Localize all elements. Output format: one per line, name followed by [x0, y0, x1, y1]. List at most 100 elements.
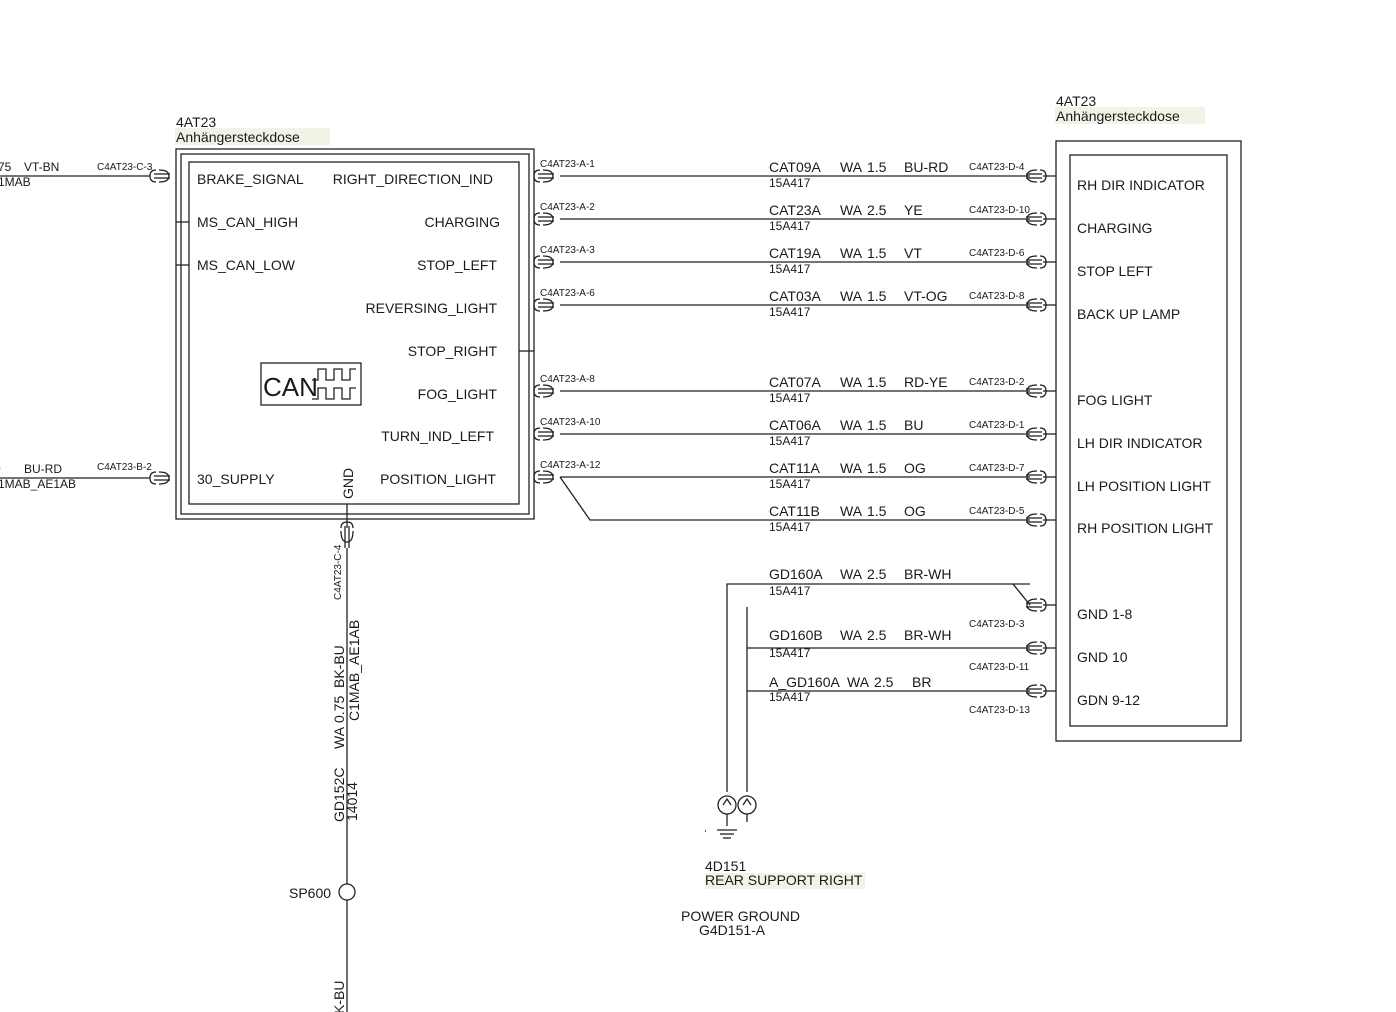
- can-bus-icon: CAN: [260, 362, 362, 406]
- wire-size: 1.5: [867, 374, 887, 390]
- right-connector-label: C4AT23-D-8: [969, 291, 1025, 302]
- right-connector-label: C4AT23-D-4: [969, 162, 1025, 173]
- right-connector-label: C4AT23-D-13: [969, 705, 1030, 716]
- wire-size: 2.5: [874, 674, 894, 690]
- module-left-name-highlight: [175, 128, 330, 145]
- left-connector-symbol: [533, 298, 554, 312]
- gnd-wire-spec: WA: [331, 726, 347, 749]
- wire-circuit: CAT19A: [769, 245, 822, 261]
- ground-point: ˌ 4D151 REAR SUPPORT RIGHT POWER GROUND …: [681, 583, 1031, 938]
- connector-c4at23-b-2: C4AT23-B-2: [97, 462, 152, 473]
- wire-size: 1.5: [867, 288, 887, 304]
- wire-circuit: GD160A: [769, 566, 823, 582]
- right-connector-label: C4AT23-D-2: [969, 377, 1025, 388]
- connector-symbol-supply: [149, 471, 170, 485]
- ground-ref: 4D151: [705, 858, 746, 874]
- wire-circuit: A_GD160A: [769, 674, 840, 690]
- gnd-wire-code: 14014: [344, 782, 360, 821]
- gnd-wire-circuit: GD152C: [331, 768, 347, 822]
- ground-name-highlight: [705, 873, 865, 889]
- right-connector-symbol: [1026, 255, 1047, 269]
- left-connector-symbol: [533, 169, 554, 183]
- left-connector-label: C4AT23-A-12: [540, 460, 601, 471]
- wire-color: VT-OG: [904, 288, 948, 304]
- left-connector-symbol: [533, 427, 554, 441]
- wire-circuit: CAT11B: [769, 503, 820, 519]
- module-right-name: Anhängersteckdose: [1056, 108, 1180, 124]
- pin-label-position-light: POSITION_LIGHT: [380, 471, 496, 487]
- wire-size: 1.5: [867, 159, 887, 175]
- wire-color: BR: [912, 674, 931, 690]
- wire-circuit: CAT09A: [769, 159, 822, 175]
- wire-size: 2.5: [867, 202, 887, 218]
- right-pin-label: RH DIR INDICATOR: [1077, 177, 1205, 193]
- right-pin-label: CHARGING: [1077, 220, 1152, 236]
- gnd-wire-color: BK-BU: [331, 645, 347, 688]
- wire-circuit: CAT11A: [769, 460, 820, 476]
- wire-color: OG: [904, 460, 926, 476]
- gnd-wire-bottom-color: K-BU: [331, 981, 347, 1012]
- right-pin-label: GND 10: [1077, 649, 1128, 665]
- wire-color: BU: [904, 417, 923, 433]
- right-pin-label: FOG LIGHT: [1077, 392, 1153, 408]
- left-connector-symbol: [533, 212, 554, 226]
- ground-tick-mark: ˌ: [703, 816, 708, 832]
- module-right: 4AT23 Anhängersteckdose: [1055, 93, 1242, 742]
- wire-color: BR-WH: [904, 627, 951, 643]
- wire-size: 1.5: [867, 460, 887, 476]
- wire-harness: 15A417: [769, 646, 811, 660]
- wire-circuit: GD160B: [769, 627, 823, 643]
- module-left-outer-border: [175, 148, 535, 520]
- right-pin-label: RH POSITION LIGHT: [1077, 520, 1214, 536]
- wire-spec: WA: [840, 288, 863, 304]
- wire-size-brake: 75: [0, 160, 12, 174]
- right-pin-label: LH DIR INDICATOR: [1077, 435, 1203, 451]
- gnd-wire-size: 0.75: [331, 696, 347, 723]
- wire-harness: 15A417: [769, 520, 811, 534]
- wire-harness: 15A417: [769, 262, 811, 276]
- right-pin-label: STOP LEFT: [1077, 263, 1153, 279]
- wire-spec: WA: [840, 566, 863, 582]
- gnd-pin-label: GND: [340, 468, 356, 499]
- wire-color: BR-WH: [904, 566, 951, 582]
- wire-harness: 15A417: [769, 391, 811, 405]
- wire-size: 2.5: [867, 627, 887, 643]
- wire-harness: 15A417: [769, 305, 811, 319]
- pin-label-ms-can-low: MS_CAN_LOW: [197, 257, 296, 273]
- wire-spec: WA: [840, 503, 863, 519]
- wire-spec: WA: [840, 627, 863, 643]
- gnd-down-connector: [340, 521, 354, 548]
- right-pin-label: BACK UP LAMP: [1077, 306, 1180, 322]
- splice-sp600-icon: [338, 883, 356, 901]
- wire-harness: 15A417: [769, 584, 811, 598]
- module-right-name-highlight: [1055, 107, 1205, 124]
- wire-spec: WA: [840, 202, 863, 218]
- pin-label-30-supply: 30_SUPPLY: [197, 471, 275, 487]
- connector-c4at23-c-3: C4AT23-C-3: [97, 162, 153, 173]
- right-connector-label: C4AT23-D-11: [969, 662, 1030, 673]
- wire-color: BU-RD: [904, 159, 948, 175]
- connector-c4at23-c-4: C4AT23-C-4: [333, 544, 344, 600]
- wire-circuit: CAT23A: [769, 202, 822, 218]
- wire-circuit: CAT07A: [769, 374, 822, 390]
- module-left-inner-border: [188, 161, 520, 505]
- left-connector-label: C4AT23-A-10: [540, 417, 601, 428]
- ground-terminal-icon: ˌ: [703, 795, 757, 839]
- wire-harness-supply: 1MAB_AE1AB: [0, 477, 76, 491]
- wire-color: RD-YE: [904, 374, 948, 390]
- pin-label-charging: CHARGING: [425, 214, 500, 230]
- ground-id: G4D151-A: [699, 922, 766, 938]
- left-input-connectors: [149, 169, 170, 485]
- wire-color: YE: [904, 202, 923, 218]
- pin-label-stop-left: STOP_LEFT: [417, 257, 497, 273]
- module-right-ref: 4AT23: [1056, 93, 1096, 109]
